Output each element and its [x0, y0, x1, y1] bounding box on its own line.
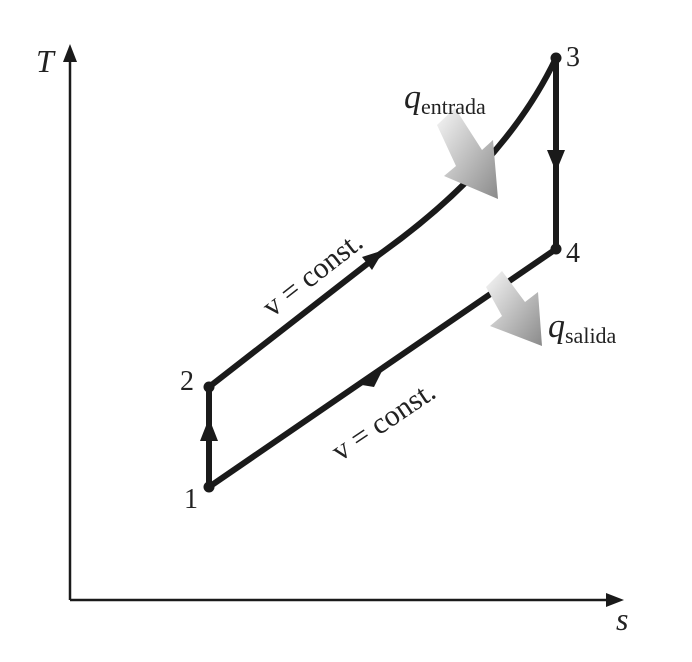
heat-in-subscript: entrada — [421, 94, 486, 119]
state-point-2 — [203, 381, 215, 393]
process-4-1-label: v = const. — [325, 375, 441, 468]
state-label-4: 4 — [566, 238, 580, 269]
axes: T s — [36, 43, 628, 637]
state-label-3: 3 — [566, 42, 580, 73]
state-label-2: 2 — [180, 366, 194, 397]
process-2-3 — [206, 55, 559, 390]
heat-out-label: qsalida — [548, 308, 617, 348]
arrow-4-1 — [362, 371, 382, 387]
heat-in-label: qentrada — [404, 79, 486, 119]
state-points: 1 2 3 4 — [180, 42, 580, 515]
state-point-4 — [550, 243, 562, 255]
state-label-1: 1 — [184, 484, 198, 515]
state-point-1 — [203, 481, 215, 493]
x-axis-label: s — [616, 601, 628, 637]
y-axis-label: T — [36, 43, 56, 79]
heat-out-subscript: salida — [565, 323, 617, 348]
arrow-3-4 — [547, 150, 565, 172]
arrow-2-3 — [362, 250, 384, 270]
arrow-1-2 — [200, 418, 218, 441]
state-point-3 — [550, 52, 562, 64]
heat-out-arrow — [486, 271, 542, 346]
heat-in-arrow — [437, 108, 498, 199]
x-axis-arrowhead — [606, 593, 624, 607]
y-axis-arrowhead — [63, 44, 77, 62]
heat-in-symbol: q — [404, 79, 421, 116]
heat-out-symbol: q — [548, 308, 565, 345]
